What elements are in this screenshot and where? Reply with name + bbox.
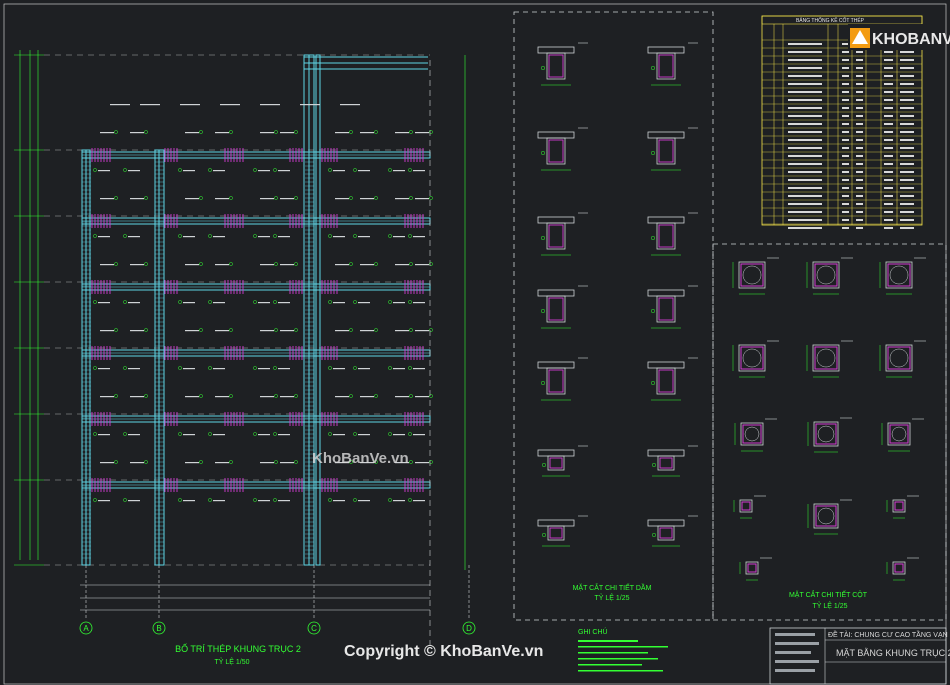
column-section [734, 418, 777, 452]
column-section [806, 257, 853, 295]
khobanve-logo: KHOBANVE [848, 24, 950, 50]
frame-title: BỐ TRÍ THÉP KHUNG TRỤC 2 [175, 643, 301, 654]
watermark-center: KhoBanVe.vn [312, 450, 409, 467]
svg-text:C: C [311, 624, 317, 633]
beam-section [537, 357, 588, 401]
beam-section [647, 515, 698, 547]
svg-text:D: D [466, 624, 472, 633]
column-section [879, 340, 926, 378]
beam-section [647, 285, 698, 329]
floor-beams [81, 151, 431, 489]
rebar-schedule-table: BẢNG THỐNG KÊ CỐT THÉP [761, 15, 923, 229]
beam-section [647, 445, 698, 477]
beam-section [537, 212, 588, 256]
beam-sections-title: MẶT CẮT CHI TIẾT DẦM [573, 582, 652, 592]
notes-block: GHI CHÚ [578, 627, 668, 672]
column-section [886, 495, 919, 519]
column-section [879, 257, 926, 295]
frame-elevation: A B C D BỐ TRÍ THÉP KHUNG TRỤC 2 TỶ LỆ 1… [14, 50, 476, 666]
beam-section [537, 515, 588, 547]
beam-section [537, 42, 588, 86]
beam-section [537, 445, 588, 477]
column-section [806, 340, 853, 378]
left-dimension-line [19, 50, 39, 560]
svg-text:B: B [156, 624, 161, 633]
notes-title: GHI CHÚ [578, 627, 608, 636]
beam-sections-scale: TỶ LỆ 1/25 [594, 593, 629, 602]
watermark-copyright: Copyright © KhoBanVe.vn [344, 643, 543, 660]
column-section [732, 257, 779, 295]
beam-section [537, 127, 588, 171]
axis-bubble-c: C [307, 621, 321, 635]
axis-bubble-d: D [462, 621, 476, 635]
sheet-title: MẶT BẰNG KHUNG TRỤC 2 [836, 648, 950, 658]
column-section [739, 557, 772, 581]
column-sections-panel: MẶT CẮT CHI TIẾT CỘT TỶ LỆ 1/25 [712, 243, 947, 621]
column-sections-scale: TỶ LỆ 1/25 [812, 601, 847, 610]
beam-sections-panel: MẶT CẮT CHI TIẾT DẦM TỶ LỆ 1/25 [513, 11, 714, 621]
beam-section [537, 285, 588, 329]
svg-text:BẢNG THỐNG KÊ CỐT THÉP: BẢNG THỐNG KÊ CỐT THÉP [796, 16, 865, 24]
beam-section [647, 357, 698, 401]
column-section [733, 495, 766, 519]
column-section [881, 418, 924, 452]
column-section [807, 499, 852, 535]
axis-bubble-b: B [152, 621, 166, 635]
axis-bubble-a: A [79, 621, 93, 635]
title-block: ĐỀ TÀI: CHUNG CƯ CAO TẦNG VẠN KHÊ MẶT BẰ… [769, 627, 950, 685]
beam-section [647, 127, 698, 171]
column-section [886, 557, 919, 581]
column-section [732, 340, 779, 378]
beam-stirrups [82, 148, 424, 559]
svg-text:A: A [83, 624, 89, 633]
sheet-border [3, 3, 947, 685]
svg-text:KHOBANVE: KHOBANVE [872, 31, 950, 48]
frame-scale: TỶ LỆ 1/50 [214, 657, 249, 666]
beam-section [647, 212, 698, 256]
project-name: ĐỀ TÀI: CHUNG CƯ CAO TẦNG VẠN KHÊ [828, 629, 950, 639]
column-sections-title: MẶT CẮT CHI TIẾT CỘT [789, 589, 868, 599]
beam-section [647, 42, 698, 86]
column-section [807, 417, 852, 453]
